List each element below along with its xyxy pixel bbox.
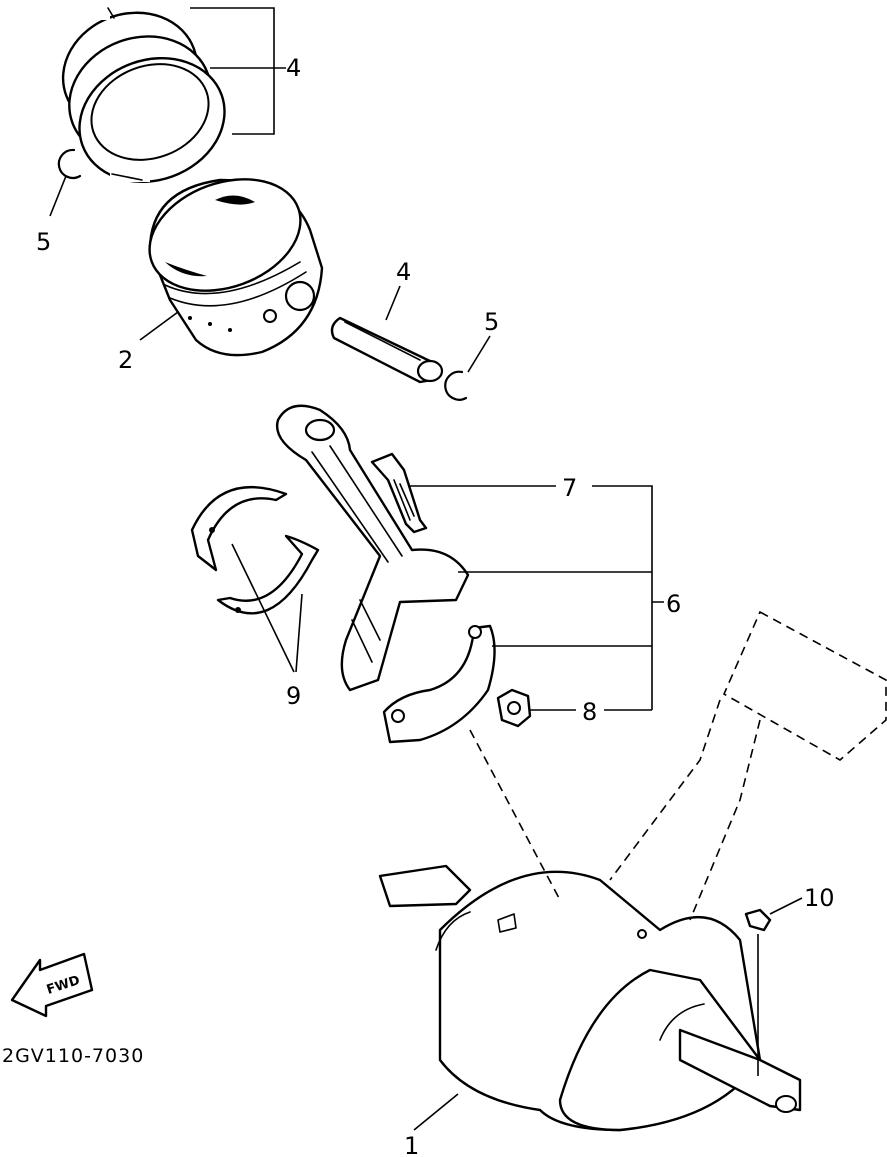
connecting-rod-nut[interactable] — [496, 688, 532, 728]
piston-pin-clip-upper[interactable] — [57, 148, 82, 179]
leader-lines — [49, 7, 803, 1131]
piston-pin-clip-lower[interactable] — [444, 370, 468, 401]
phantom-assembled-rod — [469, 610, 887, 921]
callout-10: 10 — [804, 884, 835, 912]
connecting-rod[interactable] — [275, 404, 470, 692]
callout-2: 2 — [118, 346, 133, 374]
piston-pin[interactable] — [330, 316, 444, 384]
piston-rings[interactable] — [46, 0, 242, 202]
callout-5-upper: 5 — [36, 228, 51, 256]
callout-9: 9 — [286, 682, 301, 710]
connecting-rod-bolt[interactable] — [370, 452, 428, 534]
callout-1: 1 — [404, 1132, 419, 1157]
diagram-part-number: 2GV110-7030 — [2, 1045, 144, 1067]
callout-3: 4 — [286, 54, 301, 82]
big-end-bearing-upper[interactable] — [190, 486, 288, 572]
forward-arrow-icon: FWD — [10, 952, 94, 1018]
crankshaft[interactable] — [378, 864, 802, 1132]
connecting-rod-cap[interactable] — [382, 624, 496, 744]
piston[interactable] — [134, 159, 324, 357]
callout-7: 7 — [562, 474, 577, 502]
woodruff-key[interactable] — [744, 908, 772, 932]
callout-6: 6 — [666, 590, 681, 618]
callout-4: 4 — [396, 258, 411, 286]
callout-5-lower: 5 — [484, 308, 499, 336]
callout-8: 8 — [582, 698, 597, 726]
